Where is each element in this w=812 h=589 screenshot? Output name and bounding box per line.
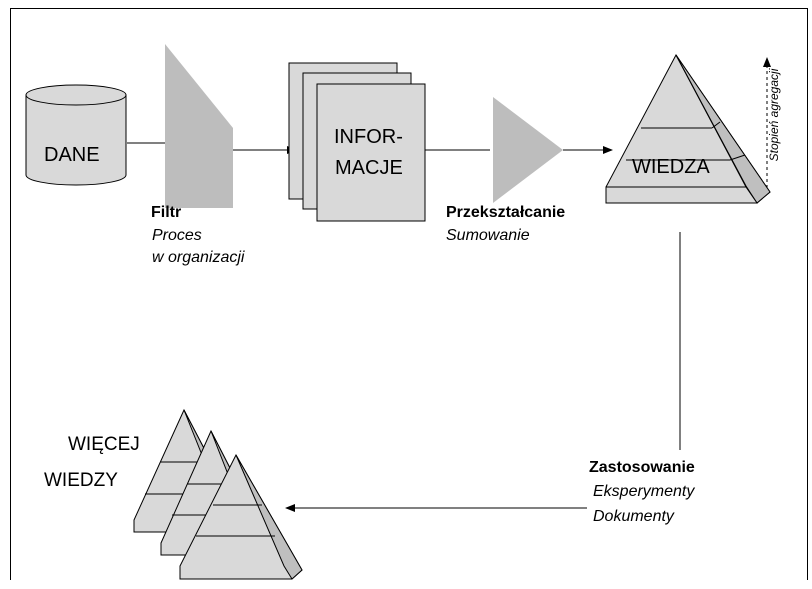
dane-cylinder bbox=[25, 84, 127, 186]
filter-shape bbox=[165, 44, 233, 208]
label-dane: DANE bbox=[44, 144, 100, 166]
label-filtr-sub2: w organizacji bbox=[152, 249, 245, 266]
label-informacje-line2: MACJE bbox=[335, 157, 403, 179]
label-wiedza: WIEDZA bbox=[632, 156, 710, 178]
label-zastosowanie-title: Zastosowanie bbox=[589, 459, 695, 476]
label-informacje-line1: INFOR- bbox=[334, 126, 403, 148]
label-przeksztalcanie-title: Przekształcanie bbox=[446, 204, 566, 221]
diagram-frame bbox=[10, 8, 808, 580]
label-zastosowanie-sub2: Dokumenty bbox=[593, 508, 674, 525]
informacje-documents bbox=[288, 62, 426, 222]
transform-triangle bbox=[493, 97, 563, 203]
label-stopien-agregacji: Stopień agregacji bbox=[767, 68, 781, 162]
wiecej-wiedzy-pyramids bbox=[133, 408, 303, 580]
pyramid-front bbox=[179, 453, 303, 580]
label-filtr-sub1: Proces bbox=[152, 227, 202, 244]
label-przeksztalcanie-sub: Sumowanie bbox=[446, 227, 530, 244]
label-wiecej-line2: WIEDZY bbox=[44, 470, 118, 491]
wiedza-pyramid bbox=[605, 54, 771, 204]
label-zastosowanie-sub1: Eksperymenty bbox=[593, 483, 695, 500]
label-filtr-title: Filtr bbox=[151, 204, 182, 221]
label-wiecej-line1: WIĘCEJ bbox=[68, 434, 140, 455]
